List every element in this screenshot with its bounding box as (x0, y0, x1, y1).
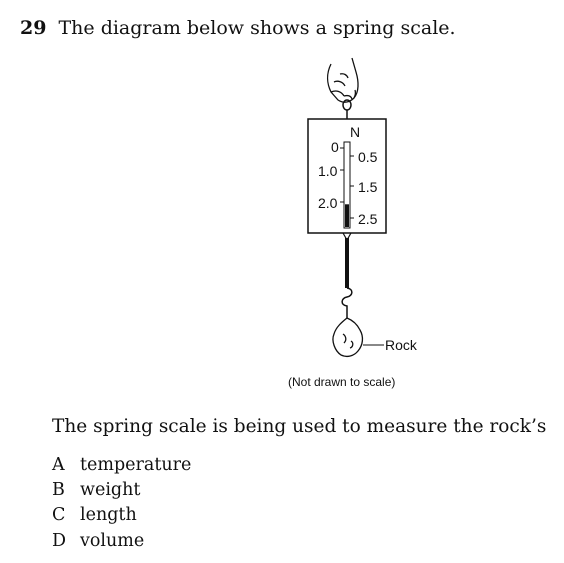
hand-icon (326, 57, 359, 103)
tick-label-left-0: 0 (331, 139, 339, 155)
choice-text: length (80, 505, 137, 525)
scale-rod (345, 238, 349, 288)
bottom-hook (341, 287, 353, 318)
question-text: The diagram below shows a spring scale. (58, 17, 456, 39)
tick-label-right-2: 2.5 (358, 211, 378, 227)
rock-icon (332, 317, 364, 358)
scale-tube (343, 141, 351, 229)
tick-label-right-0: 0.5 (358, 149, 378, 165)
choice-text: temperature (80, 455, 192, 475)
top-hook (342, 99, 352, 119)
choice-letter: C (52, 505, 66, 525)
question-heading: 29 The diagram below shows a spring scal… (20, 17, 456, 39)
question-stem: The spring scale is being used to measur… (52, 416, 547, 437)
scale-ticks (340, 147, 354, 219)
choice-letter: A (52, 455, 65, 475)
unit-label: N (350, 124, 360, 140)
tick-label-left-2: 2.0 (318, 195, 338, 211)
scale-indicator (345, 204, 349, 227)
spring-scale-diagram: N 0 1.0 2.0 0.5 1.5 2.5 Rock (307, 57, 418, 358)
choice-letter: D (52, 531, 67, 551)
choice-text: weight (80, 480, 141, 500)
tick-label-right-1: 1.5 (358, 179, 378, 195)
tick-label-left-1: 1.0 (318, 163, 338, 179)
choice-text: volume (80, 531, 145, 551)
question-number: 29 (20, 17, 47, 39)
rock-label: Rock (385, 337, 418, 353)
scale-note: (Not drawn to scale) (288, 375, 396, 389)
choice-letter: B (52, 480, 65, 500)
